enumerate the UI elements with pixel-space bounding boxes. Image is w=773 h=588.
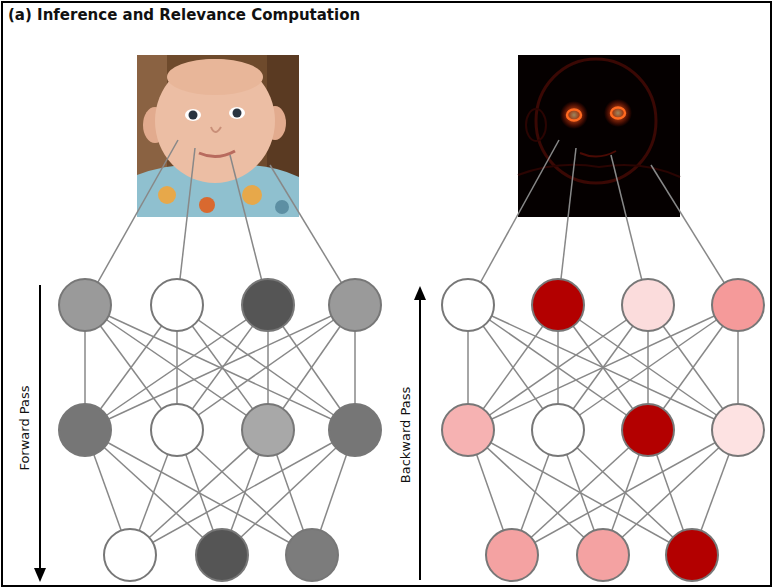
figure-title: (a) Inference and Relevance Computation bbox=[8, 6, 360, 24]
pass-label: Forward Pass bbox=[17, 383, 32, 472]
relevance-heatmap bbox=[518, 55, 680, 217]
pass-label: Backward Pass bbox=[398, 385, 413, 485]
connection-lines bbox=[85, 140, 738, 555]
pass-arrows bbox=[34, 285, 426, 582]
neuron-circles bbox=[59, 279, 764, 581]
input-photo bbox=[137, 55, 299, 217]
